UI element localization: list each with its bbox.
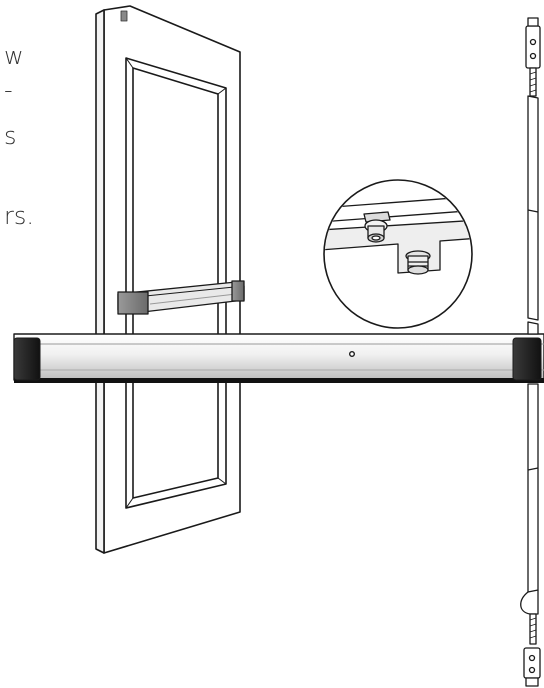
latch-detail-callout [323, 179, 473, 329]
vertical-rod-illustration [520, 17, 541, 687]
text-fragment-1: w [4, 42, 24, 70]
text-fragment-4: rs. [4, 202, 34, 230]
door-exit-bar [117, 280, 245, 315]
text-fragment-3: s [4, 122, 17, 150]
door [95, 5, 241, 554]
text-fragment-2: - [4, 76, 13, 104]
main-push-bar [13, 333, 544, 383]
